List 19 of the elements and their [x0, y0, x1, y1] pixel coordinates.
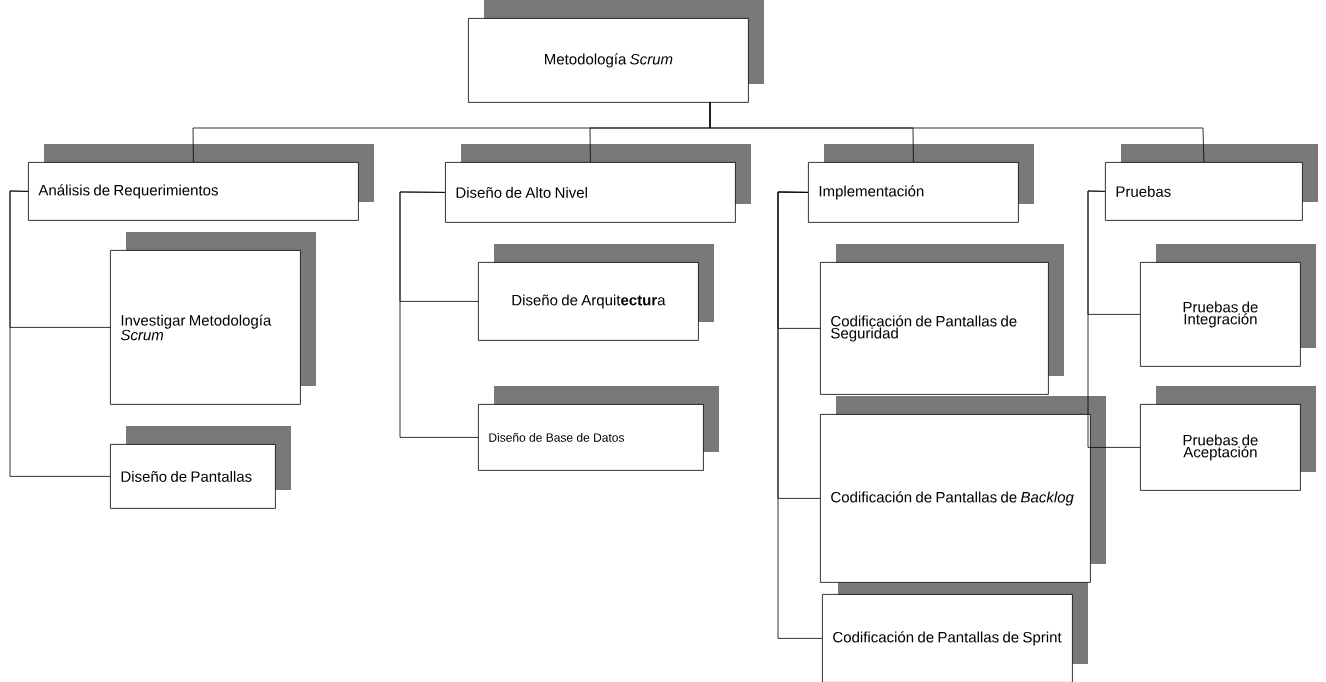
connector-line — [9, 190, 111, 477]
box: Pruebas — [1105, 162, 1303, 221]
box: Diseño de Arquitectura — [478, 262, 699, 341]
box: Codificación de Pantallas de Backlog — [820, 414, 1091, 583]
box: Pruebas de Aceptación — [1140, 404, 1301, 491]
connector-line — [777, 191, 823, 639]
box: Análisis de Requerimientos — [28, 162, 359, 221]
box: Investigar Metodología Scrum — [110, 250, 301, 405]
box: Diseño de Base de Datos — [478, 404, 704, 471]
box: Diseño de Pantallas — [110, 444, 276, 509]
box: Diseño de Alto Nivel — [445, 162, 736, 223]
box: Codificación de Pantallas de Seguridad — [820, 262, 1049, 395]
box: Implementación — [808, 162, 1019, 223]
box: Pruebas de Integración — [1140, 262, 1301, 367]
box: Codificación de Pantallas de Sprint — [822, 594, 1073, 682]
connector-line — [709, 101, 1205, 163]
connector-line — [1087, 190, 1141, 448]
connector-line — [399, 191, 479, 438]
box: Metodología Scrum — [468, 18, 749, 103]
